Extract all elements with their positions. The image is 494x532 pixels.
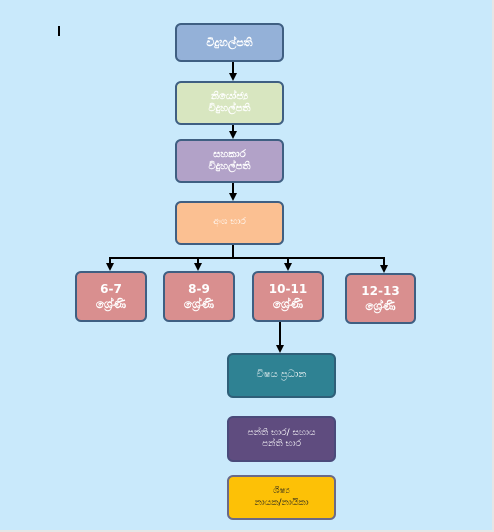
grade-6-7-box[interactable]: 6-7 ශ්‍රේණි — [75, 271, 147, 322]
principal-label: විදුහල්පති — [206, 35, 253, 49]
class-teacher-box[interactable]: පන්ති භාර/ සහාය පන්ති භාර — [227, 416, 336, 462]
grade-10-11-box[interactable]: 10-11 ශ්‍රේණි — [252, 271, 324, 322]
subject-head-label: විෂය ප්‍රධාන — [256, 369, 307, 381]
deputy-principal-label: නියෝජ්‍ය විදුහල්පති — [208, 90, 251, 115]
assistant-principal-box[interactable]: සහකාර විදුහල්පති — [175, 139, 284, 183]
section-head-label: අංශ භාර — [213, 217, 246, 228]
grade-12-13-label: 12-13 ශ්‍රේණි — [361, 283, 400, 313]
principal-box[interactable]: විදුහල්පති — [175, 23, 284, 62]
student-leader-label: ශිෂ්‍ය නායක/නායිකා — [254, 486, 309, 508]
text-cursor — [58, 26, 60, 36]
grade-12-13-box[interactable]: 12-13 ශ්‍රේණි — [345, 273, 416, 324]
grade-8-9-label: 8-9 ශ්‍රේණි — [183, 281, 215, 311]
grade-10-11-label: 10-11 ශ්‍රේණි — [268, 281, 308, 311]
grade-6-7-label: 6-7 ශ්‍රේණි — [95, 281, 127, 311]
student-leader-box[interactable]: ශිෂ්‍ය නායක/නායිකා — [227, 475, 336, 520]
section-head-box[interactable]: අංශ භාර — [175, 201, 284, 245]
grade-8-9-box[interactable]: 8-9 ශ්‍රේණි — [163, 271, 235, 322]
subject-head-box[interactable]: විෂය ප්‍රධාන — [227, 353, 336, 398]
deputy-principal-box[interactable]: නියෝජ්‍ය විදුහල්පති — [175, 81, 284, 125]
assistant-principal-label: සහකාර විදුහල්පති — [208, 148, 251, 173]
class-teacher-label: පන්ති භාර/ සහාය පන්ති භාර — [247, 427, 316, 449]
